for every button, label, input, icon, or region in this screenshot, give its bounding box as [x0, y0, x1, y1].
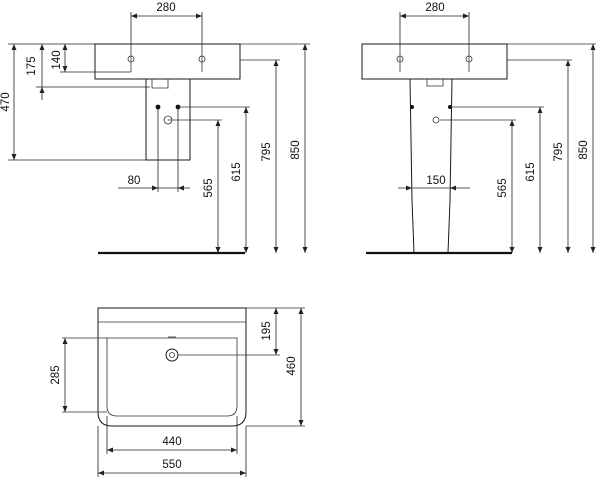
side-dim-795: 795: [261, 142, 273, 161]
front-tap-hole-left: [396, 55, 404, 63]
side-dim-565: 565: [203, 178, 215, 197]
front-dim-150: 150: [426, 175, 445, 187]
plan-bowl-outline: [106, 337, 238, 417]
plan-dim-285: 285: [50, 365, 62, 384]
side-dim-280: 280: [156, 2, 175, 14]
front-dim-565: 565: [497, 178, 509, 197]
front-pedestal: [409, 78, 453, 254]
side-dim-615: 615: [231, 162, 243, 181]
side-dim-470: 470: [0, 92, 12, 111]
side-dim-850: 850: [290, 140, 302, 159]
front-connection-dot: [448, 105, 452, 109]
plan-tap-hole: [165, 348, 179, 362]
front-dim-280: 280: [425, 2, 444, 14]
front-tap-hole-right: [465, 55, 473, 63]
plan-dim-195: 195: [261, 321, 273, 340]
plan-dim-460: 460: [286, 356, 298, 375]
front-basin-body: [361, 43, 508, 80]
side-half-pedestal: [145, 79, 191, 161]
front-dim-795: 795: [553, 142, 565, 161]
side-view: 280 140 175 470 80 565: [0, 2, 310, 255]
plan-dim-440: 440: [162, 436, 181, 448]
side-dim-175: 175: [26, 56, 38, 75]
front-view: 280 150 565 615 795 850: [361, 2, 596, 255]
front-outlet-circle: [432, 116, 440, 124]
plan-basin-outline: [97, 307, 247, 427]
plan-view: 195 460 285 440 550: [50, 307, 305, 477]
side-basin-body: [94, 43, 241, 80]
side-tap-hole-right: [198, 55, 206, 63]
side-dim-80: 80: [128, 175, 141, 187]
side-dim-140: 140: [51, 50, 63, 69]
front-connection-dot: [410, 105, 414, 109]
side-tap-hole-left: [127, 55, 135, 63]
plan-dim-550: 550: [162, 459, 181, 471]
front-dim-615: 615: [525, 162, 537, 181]
front-dim-850: 850: [578, 140, 590, 159]
